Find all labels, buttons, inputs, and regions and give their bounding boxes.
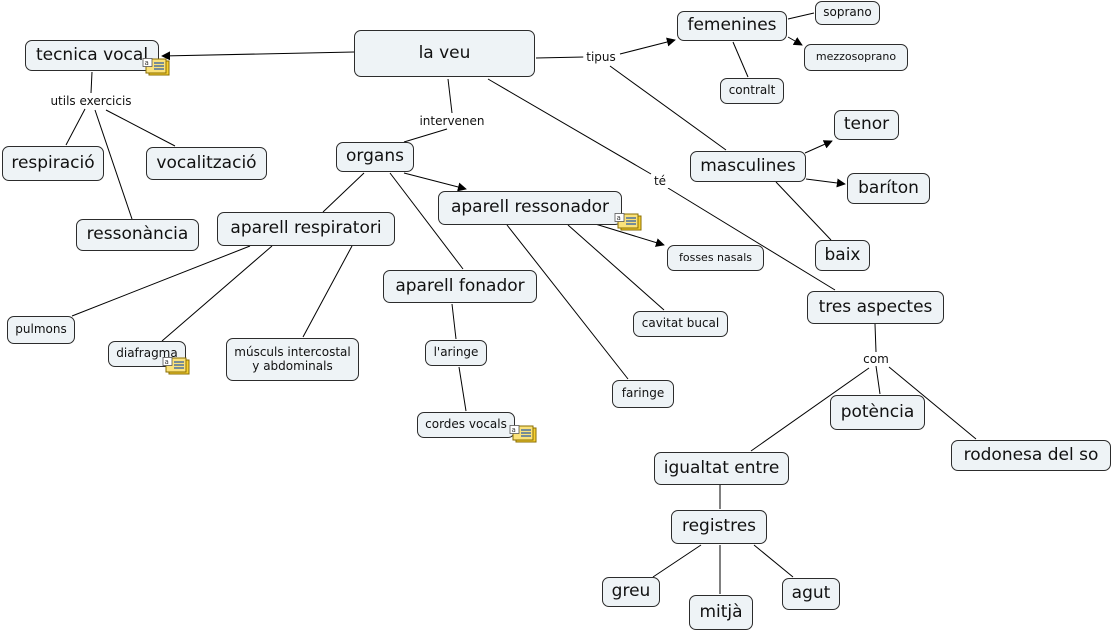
concept-la-veu[interactable]: la veu (354, 30, 535, 77)
concept-tecnica-vocal[interactable]: tecnica vocal (25, 40, 159, 71)
link-organs-fonador (389, 172, 464, 270)
concept-muscles-intercostal[interactable]: músculs intercostal y abdominals (226, 338, 359, 381)
link-laveu-intervenen (447, 78, 453, 114)
annotation-note-icon[interactable]: a (509, 425, 537, 443)
concept-laringe[interactable]: l'aringe (425, 340, 487, 366)
annotation-note-icon[interactable]: a (162, 357, 190, 375)
link-utils-ressonancia (94, 109, 133, 220)
link-ress-fosses (591, 222, 665, 247)
concept-tenor[interactable]: tenor (834, 110, 899, 140)
concept-femenines[interactable]: femenines (677, 11, 787, 41)
concept-agut[interactable]: agut (782, 578, 840, 610)
concept-igualtat-entre[interactable]: igualtat entre (654, 452, 789, 485)
link-label-tipus: tipus (583, 50, 619, 64)
concept-diafragma[interactable]: diafragma (108, 341, 186, 367)
link-tipus-masculines (609, 65, 727, 151)
link-masc-tenor (804, 140, 833, 154)
link-resp-pulmons (71, 245, 251, 317)
concept-potencia[interactable]: potència (830, 395, 925, 430)
concept-vocalitzacio[interactable]: vocalització (146, 147, 267, 180)
link-fonador-laringe (451, 303, 457, 340)
link-laveu-te (487, 78, 652, 175)
link-intervenen-organs (403, 128, 448, 143)
link-organs-respiratori (322, 172, 365, 213)
concept-fosses-nasals[interactable]: fosses nasals (667, 245, 764, 271)
concept-rodonesa-del-so[interactable]: rodonesa del so (951, 440, 1111, 471)
svg-text:a: a (145, 59, 149, 67)
link-com-igualtat (750, 367, 870, 452)
link-resp-muscles (302, 245, 353, 338)
concept-cavitat-bucal[interactable]: cavitat bucal (633, 311, 728, 337)
annotation-note-icon[interactable]: a (142, 58, 170, 76)
link-masc-baix (775, 181, 832, 241)
concept-registres[interactable]: registres (671, 510, 767, 544)
link-masc-bariton (805, 178, 846, 188)
link-tecnica-utils (90, 71, 93, 94)
concept-cordes-vocals[interactable]: cordes vocals (417, 412, 515, 438)
link-label-com: com (860, 352, 892, 366)
link-fem-mezzo (787, 36, 803, 46)
link-laveu-tipus (535, 56, 585, 59)
link-organs-ressonador (403, 172, 467, 192)
link-te-tresaspectes (667, 187, 836, 291)
concept-mezzosoprano[interactable]: mezzosoprano (804, 44, 908, 71)
concept-aparell-fonador[interactable]: aparell fonador (383, 270, 537, 303)
concept-mitja[interactable]: mitjà (689, 595, 753, 630)
link-com-potencia (875, 365, 881, 395)
concept-masculines[interactable]: masculines (690, 151, 806, 182)
concept-contralt[interactable]: contralt (720, 78, 784, 104)
concept-bariton[interactable]: baríton (847, 173, 930, 204)
link-fem-soprano (787, 12, 815, 20)
concept-aparell-respiratori[interactable]: aparell respiratori (217, 212, 395, 246)
annotation-note-icon[interactable]: a (614, 213, 642, 231)
link-tres-com (874, 323, 877, 353)
link-tipus-femenines (619, 37, 676, 55)
concept-faringe[interactable]: faringe (612, 380, 674, 408)
concept-tres-aspectes[interactable]: tres aspectes (807, 291, 944, 324)
link-laveu-tecnica (161, 51, 355, 61)
concept-respiracio[interactable]: respiració (2, 146, 104, 181)
concept-ressonancia[interactable]: ressonància (76, 219, 199, 251)
link-ress-faringe (506, 224, 629, 380)
concept-greu[interactable]: greu (602, 577, 660, 607)
link-ress-cavitat (567, 224, 665, 311)
svg-text:a: a (512, 426, 516, 434)
link-label-intervenen: intervenen (416, 114, 488, 128)
link-label-utils-exercicis: utils exercicis (47, 94, 135, 108)
link-utils-respiracio (65, 108, 86, 146)
svg-text:a: a (617, 214, 621, 222)
concept-pulmons[interactable]: pulmons (7, 316, 75, 344)
concept-organs[interactable]: organs (336, 142, 414, 172)
link-label-te: té (650, 174, 670, 188)
svg-text:a: a (165, 358, 169, 366)
concept-baix[interactable]: baix (815, 240, 870, 271)
link-reg-greu (652, 544, 702, 578)
link-utils-vocalitzacio (105, 109, 176, 147)
link-laringe-cordes (458, 366, 467, 412)
link-fem-contralt (732, 41, 749, 78)
concept-soprano[interactable]: soprano (815, 1, 880, 25)
link-reg-agut (753, 544, 794, 578)
concept-aparell-ressonador[interactable]: aparell ressonador (438, 191, 622, 225)
link-com-rodonesa (888, 366, 977, 440)
link-resp-diafragma (161, 245, 273, 342)
